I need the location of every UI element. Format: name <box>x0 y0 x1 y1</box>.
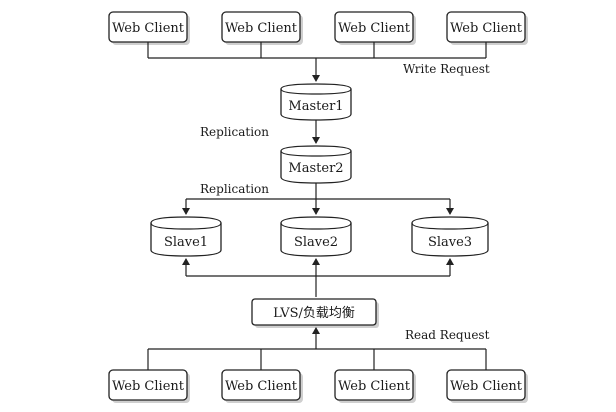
read-client-2: Web Client <box>221 369 303 403</box>
read-client-3-label: Web Client <box>338 379 411 394</box>
slave1-db: Slave1 <box>150 216 222 257</box>
read-client-1: Web Client <box>108 369 190 403</box>
read-client-3: Web Client <box>334 369 416 403</box>
slave3-label: Slave3 <box>428 235 472 250</box>
replication-bus <box>182 183 454 215</box>
write-client-3-label: Web Client <box>338 21 411 36</box>
load-balancer-label: LVS/负载均衡 <box>273 306 355 321</box>
load-balancer: LVS/负载均衡 <box>251 298 379 328</box>
write-client-1-label: Web Client <box>112 21 185 36</box>
write-client-2-label: Web Client <box>225 21 298 36</box>
read-bus <box>147 327 487 370</box>
slave2-label: Slave2 <box>294 235 338 250</box>
read-client-1-label: Web Client <box>112 379 185 394</box>
read-distribution-bus <box>182 258 454 297</box>
replication-label-2: Replication <box>200 182 269 196</box>
write-bus <box>147 42 487 82</box>
write-client-1: Web Client <box>108 11 190 45</box>
master2-db: Master2 <box>280 145 352 184</box>
slave3-db: Slave3 <box>411 216 489 257</box>
master1-db: Master1 <box>280 83 352 121</box>
read-client-4: Web Client <box>446 369 528 403</box>
read-client-2-label: Web Client <box>225 379 298 394</box>
slave1-label: Slave1 <box>164 235 208 250</box>
slave2-db: Slave2 <box>280 216 352 257</box>
replication-label-1: Replication <box>200 125 269 139</box>
read-request-label: Read Request <box>405 328 490 342</box>
write-client-3: Web Client <box>334 11 416 45</box>
master1-label: Master1 <box>288 99 343 114</box>
write-client-4: Web Client <box>446 11 528 45</box>
write-client-4-label: Web Client <box>450 21 523 36</box>
write-client-2: Web Client <box>221 11 303 45</box>
master2-label: Master2 <box>288 161 343 176</box>
write-request-label: Write Request <box>403 62 490 76</box>
read-client-4-label: Web Client <box>450 379 523 394</box>
